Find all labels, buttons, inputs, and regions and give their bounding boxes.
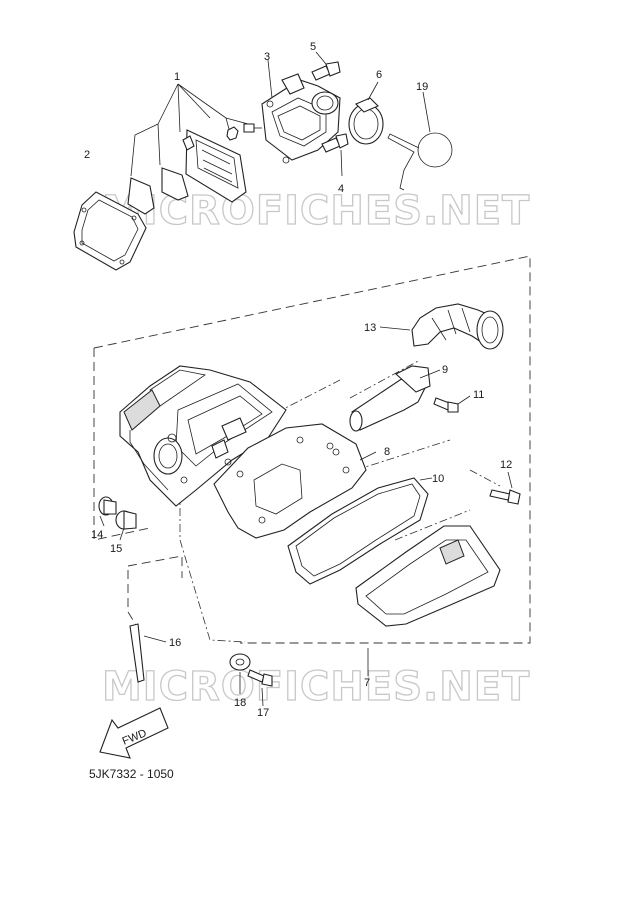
air-cleaner-cap: [355, 525, 501, 676]
callout-4: 4: [338, 183, 344, 195]
joint-tube-part-9: [349, 365, 441, 432]
callout-10: 10: [432, 473, 444, 485]
callout-1: 1: [174, 71, 180, 83]
callout-18: 18: [234, 697, 246, 709]
plug-part-14: [98, 496, 117, 527]
callout-11: 11: [473, 389, 484, 401]
watermark-bottom: MICROFICHES.NET: [102, 664, 530, 710]
callout-19: 19: [416, 81, 428, 93]
cap-part-15: [115, 510, 137, 541]
screw-part-12: [489, 471, 521, 505]
fwd-arrow: FWD: [99, 707, 169, 759]
screw-part-4: [321, 133, 349, 177]
callout-3: 3: [264, 51, 270, 63]
bolt-part-17: [247, 669, 273, 707]
callout-2: 2: [84, 149, 90, 161]
screw-part-11: [433, 395, 471, 413]
seal-part-10: [287, 477, 433, 585]
air-element-part-8: [213, 423, 377, 539]
reed-valve-part-1: [127, 83, 262, 215]
callout-8: 8: [384, 446, 390, 458]
callout-5: 5: [310, 41, 316, 53]
callout-6: 6: [376, 69, 382, 81]
callout-16: 16: [169, 637, 181, 649]
watermark-top: MICROFICHES.NET: [102, 188, 530, 234]
hose-clamp-part-6: [348, 81, 384, 145]
intake-manifold-part-3: [261, 59, 341, 164]
drain-dash-line: [127, 555, 183, 626]
screw-part-5: [311, 51, 341, 81]
callout-9: 9: [442, 364, 448, 376]
air-cleaner-case-part-7: [119, 365, 287, 507]
assembly-boundary: [93, 255, 531, 644]
assembly-leader-lines: [179, 359, 501, 643]
callout-13: 13: [364, 322, 376, 334]
callout-15: 15: [110, 543, 122, 555]
diagram-code: 5JK7332 - 1050: [89, 767, 174, 781]
callout-14: 14: [91, 529, 103, 541]
intake-duct-part-13: [379, 303, 504, 350]
drain-hose-part-16: [129, 623, 167, 683]
callout-7: 7: [364, 677, 370, 689]
callout-17: 17: [257, 707, 269, 719]
washer-part-18: [229, 653, 251, 694]
spring-clip-part-19: [387, 91, 453, 191]
gasket-part-2: [73, 191, 147, 271]
callout-12: 12: [500, 459, 512, 471]
